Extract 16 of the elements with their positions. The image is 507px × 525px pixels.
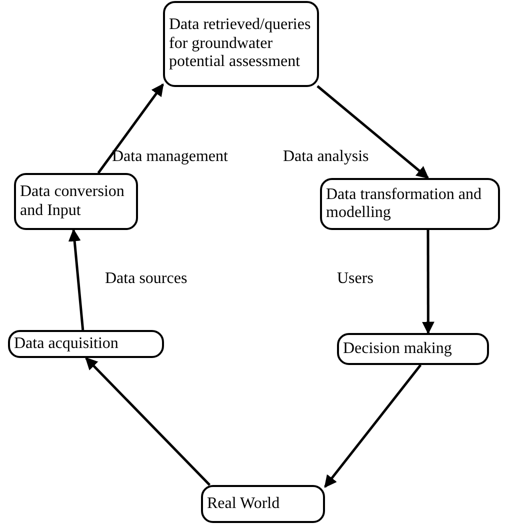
process-box: Data conversion and Input: [14, 173, 138, 230]
process-box: Data acquisition: [8, 330, 164, 358]
arrow: [85, 357, 211, 486]
arrow: [68, 228, 84, 330]
arrow: [422, 230, 434, 334]
arrow: [97, 83, 164, 174]
flow-label: Data sources: [105, 269, 188, 289]
process-box: Real World: [201, 485, 325, 523]
process-box: Data transformation and modelling: [320, 178, 500, 230]
arrow: [324, 364, 422, 488]
process-box: Decision making: [337, 333, 489, 365]
flow-label: Data management: [112, 147, 228, 167]
flow-label: Users: [337, 269, 374, 289]
flow-label: Data analysis: [283, 147, 369, 167]
arrow: [316, 85, 429, 179]
process-box: Data retrieved/queries for groundwater potential assessment: [163, 1, 319, 87]
